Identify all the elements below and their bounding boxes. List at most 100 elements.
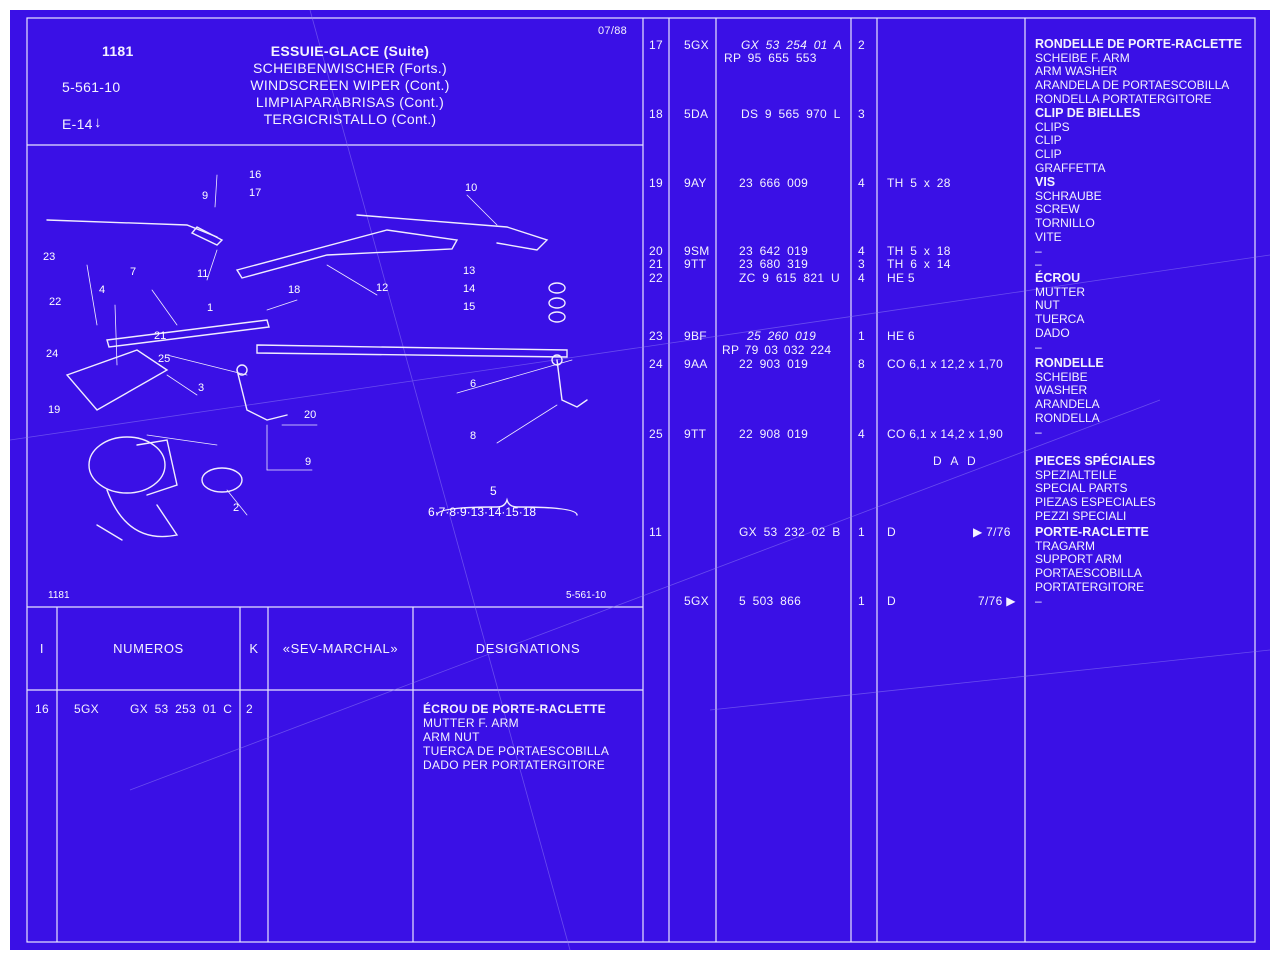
row-ref: GX 53 253 01 C — [130, 702, 233, 716]
row-spec: CO 6,1 x 12,2 x 1,70 — [887, 357, 1004, 371]
callout-7: 7 — [130, 266, 137, 278]
parts-catalog-sheet: 1181 5-561-10 E-14 ↓ 07/88 ESSUIE-GLACE … — [10, 10, 1270, 950]
callout-17: 17 — [249, 187, 262, 199]
title-de: SCHEIBENWISCHER (Forts.) — [253, 60, 447, 76]
designation-group: CLIP DE BIELLES CLIPS CLIP CLIP GRAFFETT… — [1035, 106, 1265, 176]
row-desc-line: ÉCROU DE PORTE-RACLETTE — [423, 702, 606, 716]
row-ref: 23 666 009 — [739, 176, 809, 190]
callout-3: 3 — [198, 382, 205, 394]
print-date: 07/88 — [598, 25, 628, 37]
callout-23: 23 — [43, 251, 56, 263]
designation-title: CLIP DE BIELLES — [1035, 106, 1141, 120]
title-it: TERGICRISTALLO (Cont.) — [263, 111, 437, 127]
row-ref: ZC 9 615 821 U — [739, 271, 840, 285]
row-spec: TH 5 x 28 — [887, 176, 951, 190]
designation-title: PIECES SPÉCIALES — [1035, 454, 1156, 468]
callout-18: 18 — [288, 284, 301, 296]
designation-title: PORTE-RACLETTE — [1035, 525, 1149, 539]
designation-line: SCHRAUBE — [1035, 188, 1102, 203]
row-ref: 22 908 019 — [739, 427, 809, 441]
callout-11: 11 — [197, 268, 209, 280]
row-code: 5GX — [684, 38, 709, 52]
row-spec: HE 6 — [887, 329, 915, 343]
row-desc-line: TUERCA DE PORTAESCOBILLA — [423, 744, 610, 758]
callout-9b: 9 — [202, 190, 209, 202]
row-code: 9BF — [684, 329, 707, 343]
designation-group: ÉCROU MUTTER NUT TUERCA DADO – — [1035, 271, 1265, 354]
row-desc-line: MUTTER F. ARM — [423, 716, 519, 730]
callout-2: 2 — [233, 502, 240, 514]
callout-14: 14 — [463, 283, 476, 295]
callout-12: 12 — [376, 282, 389, 294]
base-plate-3 — [65, 349, 169, 411]
group-code: 5-561-10 — [62, 79, 121, 95]
designation-line: SUPPORT ARM — [1035, 552, 1122, 567]
table-rules — [10, 10, 1270, 950]
arrow-down-icon: ↓ — [94, 114, 102, 131]
row-qty: 4 — [858, 176, 865, 190]
designation-title: RONDELLE — [1035, 356, 1104, 370]
designation-group: RONDELLE SCHEIBE WASHER ARANDELA RONDELL… — [1035, 356, 1265, 439]
row-index: 20 — [649, 244, 663, 258]
row-desc-line: DADO PER PORTATERGITORE — [423, 758, 606, 772]
designation-line: PEZZI SPECIALI — [1035, 508, 1127, 523]
row-spec: D — [887, 525, 896, 539]
wiper-arm-10 — [356, 214, 549, 251]
callout-6: 6 — [470, 378, 477, 390]
callout-9a: 9 — [305, 456, 312, 468]
designation-line: NUT — [1035, 298, 1060, 313]
row-code: 5DA — [684, 107, 709, 121]
row-date-note: 7/76 ▶ — [978, 594, 1016, 608]
row-index: 23 — [649, 329, 663, 343]
title-en: WINDSCREEN WIPER (Cont.) — [250, 77, 450, 93]
row-qty: 4 — [858, 244, 865, 258]
designation-line: TUERCA — [1035, 312, 1085, 327]
row-index: 18 — [649, 107, 663, 121]
row-ref: 22 903 019 — [739, 357, 809, 371]
callout-10: 10 — [465, 182, 478, 194]
row-ref: 23 680 319 — [739, 257, 809, 271]
row-qty: 8 — [858, 357, 865, 371]
designation-group: RONDELLE DE PORTE-RACLETTE SCHEIBE F. AR… — [1035, 37, 1265, 107]
callout-22: 22 — [49, 296, 62, 308]
row-qty: 2 — [246, 702, 253, 716]
row-code: 5GX — [74, 702, 99, 716]
callout-19: 19 — [48, 404, 61, 416]
wiper-arm-11 — [46, 219, 218, 238]
kit-number: 5 — [490, 484, 497, 498]
designation-line: CLIP — [1035, 147, 1062, 162]
designation-group: PIECES SPÉCIALES SPEZIALTEILE SPECIAL PA… — [1035, 454, 1265, 524]
designation-line: RONDELLA PORTATERGITORE — [1035, 91, 1212, 106]
row-index: 17 — [649, 38, 663, 52]
designation-line: SCHEIBE — [1035, 369, 1088, 384]
row-ref: GX 53 254 01 A — [741, 38, 843, 52]
designation-line: – — [1035, 243, 1042, 258]
callout-15: 15 — [463, 301, 476, 313]
link-rod-7 — [106, 319, 270, 348]
row-ref: GX 53 232 02 B — [739, 525, 841, 539]
wiper-blade-12 — [235, 229, 459, 279]
link-rod-6 — [256, 344, 568, 358]
title-es: LIMPIAPARABRISAS (Cont.) — [255, 94, 445, 110]
designation-line: – — [1035, 339, 1042, 354]
col-qty-header: K — [249, 641, 259, 656]
designation-line: – — [1035, 593, 1042, 608]
row-date-note: ▶ 7/76 — [973, 525, 1011, 539]
designation-line: RONDELLA — [1035, 410, 1100, 425]
col-designations-header: DESIGNATIONS — [475, 641, 581, 656]
row-desc-line: ARM NUT — [423, 730, 480, 744]
designation-line: SPECIAL PARTS — [1035, 481, 1128, 496]
designation-line: CLIPS — [1035, 119, 1070, 134]
row-section-code: D A D — [933, 454, 979, 468]
row-code: 9AY — [684, 176, 707, 190]
row-qty: 2 — [858, 38, 865, 52]
row-spec: CO 6,1 x 14,2 x 1,90 — [887, 427, 1004, 441]
row-ref: 25 260 019 — [747, 329, 817, 343]
figure-footer-left: 1181 — [48, 590, 70, 601]
row-code: 9SM — [684, 244, 710, 258]
pivot-8 — [556, 359, 588, 408]
designation-group: PORTE-RACLETTE TRAGARM SUPPORT ARM PORTA… — [1035, 525, 1265, 608]
designation-line: GRAFFETTA — [1035, 160, 1106, 175]
row-index: 24 — [649, 357, 663, 371]
designation-group: VIS SCHRAUBE SCREW TORNILLO VITE – – — [1035, 175, 1265, 272]
